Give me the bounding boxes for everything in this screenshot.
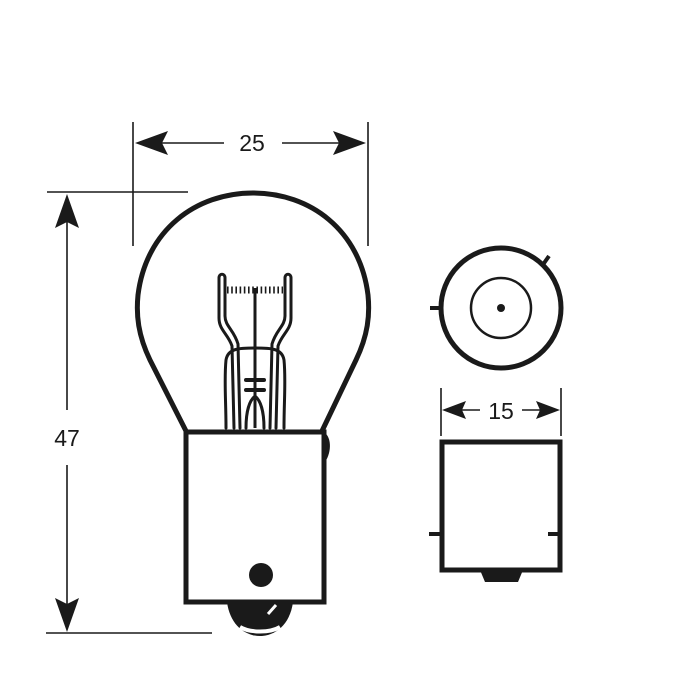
glass-pinch bbox=[223, 346, 287, 430]
contact-highlight-small bbox=[266, 604, 278, 615]
glass-envelope bbox=[134, 190, 372, 434]
height-dimension: 47 bbox=[46, 191, 212, 634]
base-side-contact bbox=[480, 570, 523, 582]
support-wire-left-outer bbox=[217, 276, 236, 430]
base-width-label: 15 bbox=[488, 398, 514, 424]
arrow-down-icon bbox=[55, 598, 79, 632]
contact-highlight bbox=[238, 625, 282, 634]
bayonet-pin-side bbox=[322, 431, 330, 462]
pinch-inner-lines bbox=[244, 394, 266, 430]
base-end-view bbox=[430, 245, 564, 371]
base-arrow-left-icon bbox=[442, 401, 466, 419]
bayonet-pin-front bbox=[249, 563, 273, 587]
support-wire-right-outer bbox=[274, 276, 293, 430]
base-arrow-right-icon bbox=[536, 401, 560, 419]
bulb-side-view bbox=[134, 190, 372, 636]
support-wire-right-cap bbox=[283, 272, 293, 280]
base-side-view bbox=[429, 439, 563, 582]
arrow-right-icon bbox=[333, 131, 366, 155]
base-width-dimension: 15 bbox=[440, 388, 562, 436]
arrow-up-icon bbox=[55, 194, 79, 228]
height-label: 47 bbox=[54, 425, 80, 451]
filament-assembly bbox=[217, 272, 293, 430]
end-view-pin-right bbox=[540, 254, 551, 268]
width-dimension: 25 bbox=[132, 122, 369, 246]
end-view-center-contact bbox=[497, 304, 505, 312]
support-wire-left-cap bbox=[217, 272, 227, 280]
support-wire-right-inner bbox=[268, 276, 287, 430]
base-side-cylinder bbox=[439, 439, 563, 573]
width-label: 25 bbox=[239, 130, 265, 156]
arrow-left-icon bbox=[135, 131, 168, 155]
support-wire-left-inner bbox=[223, 276, 242, 430]
end-view-inner-ring bbox=[469, 276, 533, 340]
